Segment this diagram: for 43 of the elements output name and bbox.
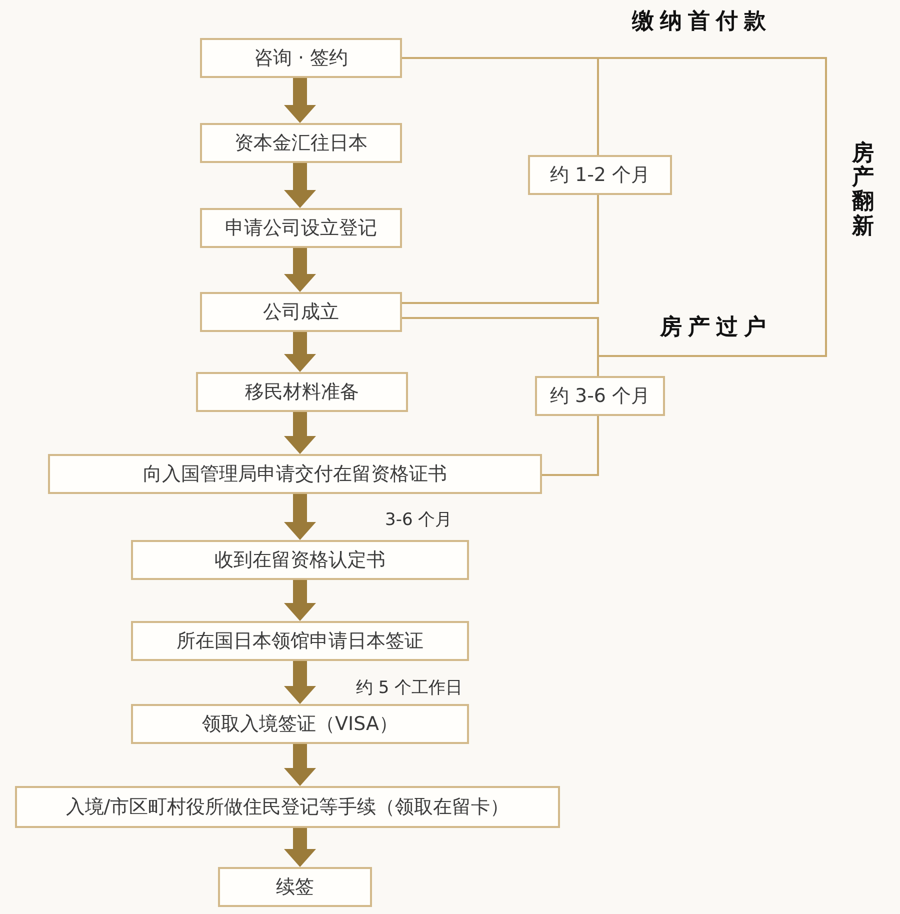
step-text: 资本金汇往日本 [234,131,368,156]
duration-label: 3-6 个月 [385,509,452,531]
process-box [218,867,372,907]
step-text: 续签 [276,875,314,900]
flow-arrow [284,494,316,540]
process-box [200,38,402,78]
phase-label: 房产过户 [660,314,772,342]
process-box [200,208,402,248]
process-box [200,292,402,332]
flow-arrow [284,828,316,867]
step-text: 约 3-6 个月 [550,384,650,409]
step-text: 申请公司设立登记 [225,216,377,241]
flow-arrow [284,248,316,292]
process-box [131,621,469,661]
flow-arrow [284,661,316,704]
phase-label: 缴纳首付款 [632,8,772,36]
flow-arrow [284,332,316,372]
duration-label: 约 5 个工作日 [356,677,463,699]
process-box [200,123,402,163]
step-text: 所在国日本领馆申请日本签证 [176,629,424,654]
step-text: 公司成立 [263,300,339,325]
process-box [131,540,469,580]
step-text: 领取入境签证（VISA） [202,712,398,737]
duration-box [528,155,672,195]
timeline-connector [542,416,599,476]
flow-arrow [284,744,316,786]
process-box [48,454,542,494]
step-text: 向入国管理局申请交付在留资格证书 [143,462,447,487]
step-text: 约 1-2 个月 [550,163,650,188]
phase-label: 房产翻新 [852,142,874,239]
flow-arrow [284,163,316,208]
duration-box [535,376,665,416]
flow-arrow [284,580,316,621]
timeline-connector [402,195,599,304]
flow-arrow [284,412,316,454]
process-box [15,786,560,828]
process-box [131,704,469,744]
step-text: 咨询 · 签约 [254,46,348,71]
step-text: 收到在留资格认定书 [214,548,386,573]
process-box [196,372,408,412]
step-text: 移民材料准备 [245,380,359,405]
step-text: 入境/市区町村役所做住民登记等手续（领取在留卡） [66,795,510,820]
flow-arrow [284,78,316,123]
